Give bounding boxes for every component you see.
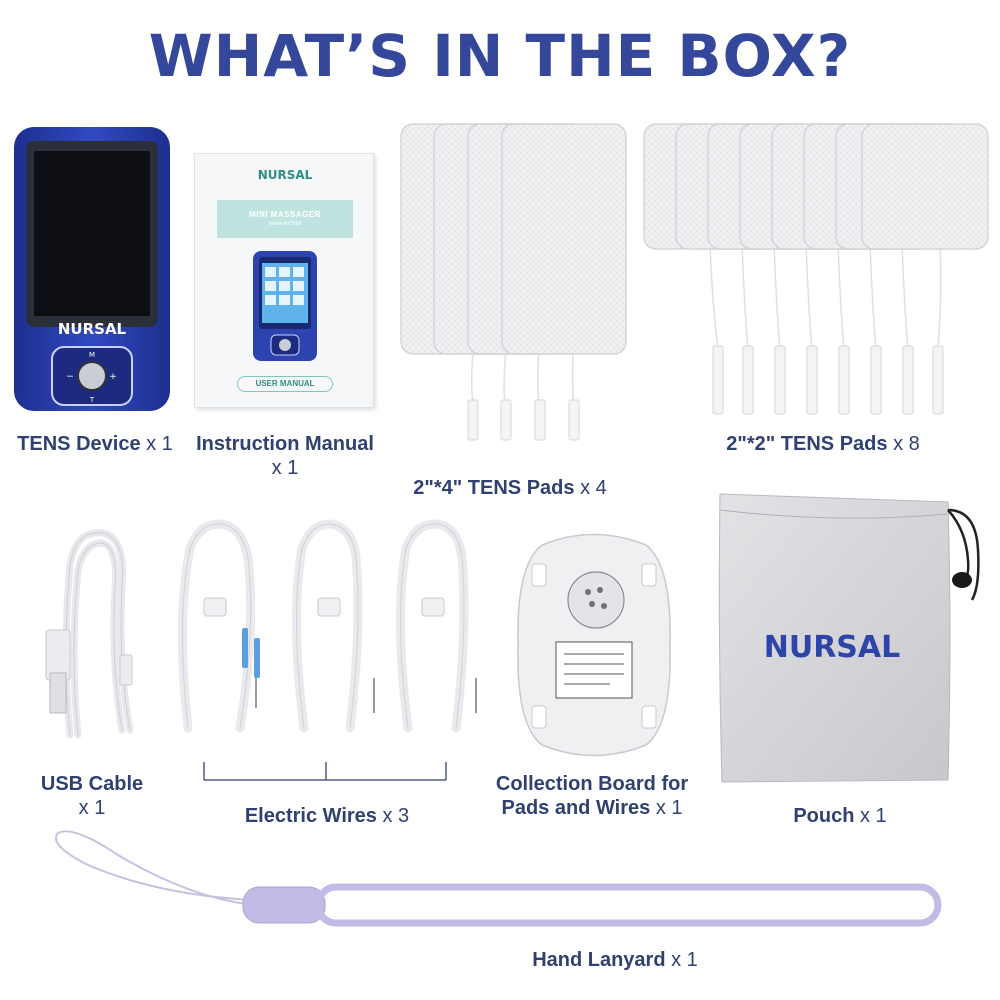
tens-device-caption: TENS Device x 1 bbox=[17, 433, 173, 455]
instruction-manual-image: NURSAL MINI MASSAGER Model AX2060 USER M… bbox=[194, 153, 374, 408]
pouch-brand-logo: NURSAL bbox=[763, 630, 901, 665]
electric-wires-image bbox=[177, 519, 477, 733]
svg-text:T: T bbox=[89, 396, 95, 404]
manual-brand-logo: NURSAL bbox=[257, 168, 313, 182]
tens-device-image: M T − + bbox=[14, 127, 170, 411]
pads-2x2-caption: 2"*2" TENS Pads x 8 bbox=[726, 433, 920, 455]
electric-wires-caption: Electric Wires x 3 bbox=[244, 805, 410, 827]
collection-board-caption: Collection Board for Pads and Wires x 1 bbox=[495, 773, 689, 819]
electric-wires-bracket bbox=[203, 762, 447, 781]
pads-2x4-caption: 2"*4" TENS Pads x 4 bbox=[413, 477, 607, 499]
pads-2x4-image bbox=[400, 123, 627, 441]
svg-text:−: − bbox=[66, 372, 74, 382]
manual-cover-label: USER MANUAL bbox=[237, 376, 333, 392]
svg-text:M: M bbox=[89, 351, 95, 359]
manual-cover-banner: MINI MASSAGER Model AX2060 bbox=[217, 200, 353, 238]
pouch-caption: Pouch x 1 bbox=[793, 805, 887, 827]
manual-device-illustration bbox=[253, 251, 317, 361]
pads-2x2-image bbox=[643, 123, 989, 415]
collection-board-image bbox=[517, 533, 671, 757]
instruction-manual-caption: Instruction Manual x 1 bbox=[196, 433, 374, 479]
hand-lanyard-caption: Hand Lanyard x 1 bbox=[532, 949, 698, 971]
hand-lanyard-image bbox=[55, 830, 942, 927]
usb-cable-caption: USB Cable x 1 bbox=[40, 773, 144, 819]
pouch-image bbox=[718, 493, 980, 783]
svg-text:+: + bbox=[109, 372, 117, 382]
device-brand-logo: NURSAL bbox=[57, 320, 127, 338]
usb-cable-image bbox=[45, 529, 134, 739]
page-title: WHAT’S IN THE BOX? bbox=[148, 22, 852, 90]
